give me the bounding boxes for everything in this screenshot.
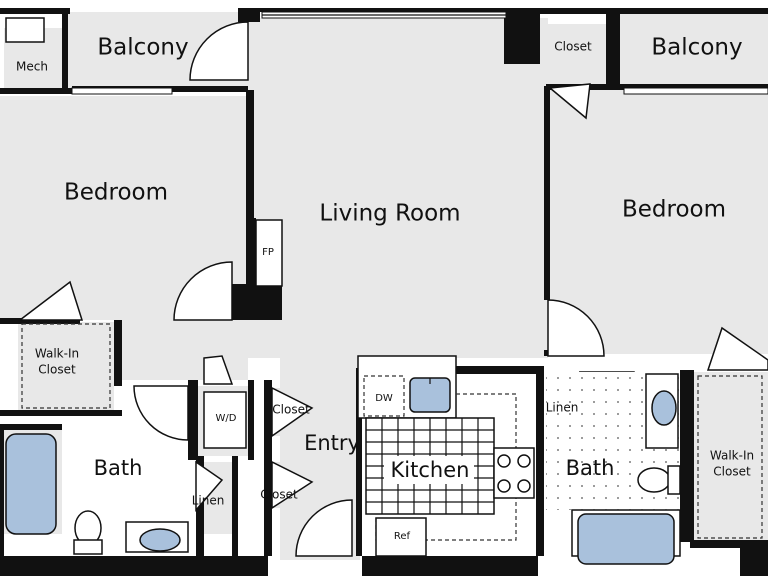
bathtub-right [577, 513, 675, 565]
walkin-right-area [694, 372, 768, 548]
toilet-tank-left [73, 539, 103, 555]
balcony-left-label: Balcony [97, 35, 188, 61]
closet-entry-lower-label: Closet [260, 488, 298, 502]
bedroom-right-area [548, 88, 768, 354]
refrigerator-label: Ref [394, 531, 411, 542]
burner-icon [517, 479, 531, 493]
linen-left-label: Linen [192, 494, 225, 508]
refrigerator-box [375, 517, 427, 557]
windows [71, 11, 768, 95]
washer-dryer-box [203, 391, 247, 449]
fireplace-label: FP [262, 247, 274, 258]
linen-right-label: Linen [546, 401, 579, 415]
sink-right-icon [651, 390, 677, 426]
walkin-right-label-1: Walk-In [710, 449, 754, 463]
bathtub-left [5, 433, 57, 535]
walkin-left-outline [21, 323, 111, 409]
kitchen-label: Kitchen [391, 458, 470, 482]
toilet-tank-right [667, 465, 681, 495]
balcony-right-area [618, 12, 768, 88]
sink-left-icon [139, 528, 181, 552]
entry-label: Entry [304, 431, 360, 455]
fireplace-box [255, 219, 283, 287]
burner-icon [517, 454, 531, 468]
bedroom-left-label: Bedroom [64, 180, 168, 206]
walkin-left-label-1: Walk-In [35, 347, 79, 361]
living-room-label: Living Room [319, 201, 460, 227]
mech-unit [5, 17, 45, 43]
burner-icon [497, 479, 511, 493]
mech-label: Mech [16, 60, 48, 74]
walkin-left-label-2: Closet [38, 363, 76, 377]
walkin-right-label-2: Closet [713, 465, 751, 479]
closet-top-area [542, 24, 608, 84]
closet-top-label: Closet [554, 40, 592, 54]
toilet-right-icon [637, 467, 671, 493]
bath-left-fixtures [5, 433, 189, 555]
walkin-left-area [18, 322, 114, 410]
kitchen-label-bg [384, 456, 474, 484]
doors [17, 21, 768, 557]
bath-right-label: Bath [566, 456, 615, 480]
bath-right-fixtures [546, 372, 681, 565]
washer-dryer-label: W/D [216, 413, 237, 424]
room-labels: Mech Balcony Balcony Closet Bedroom Bedr… [16, 35, 754, 543]
dishwasher-outline [363, 375, 405, 417]
balcony-right-label: Balcony [651, 35, 742, 61]
bedroom-right-label: Bedroom [622, 197, 726, 223]
burner-icon [497, 454, 511, 468]
dishwasher-label: DW [375, 393, 393, 404]
closet-entry-upper-label: Closet [272, 403, 310, 417]
walkin-right-outline [697, 375, 763, 539]
bath-left-label: Bath [94, 456, 143, 480]
